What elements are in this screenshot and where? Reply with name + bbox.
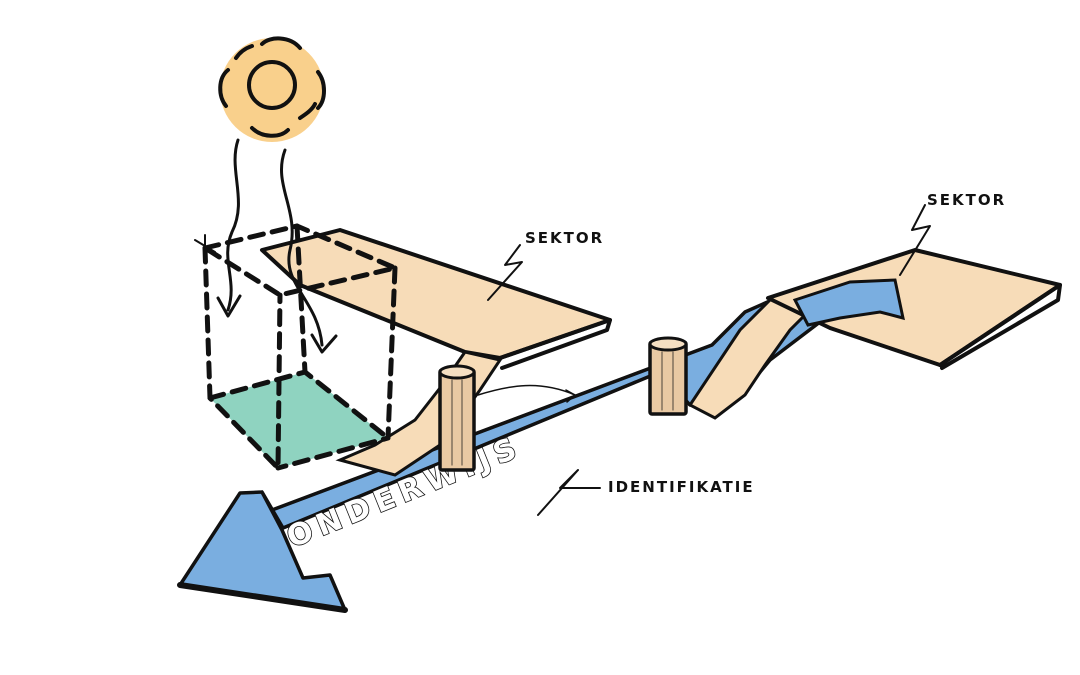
sun-glow — [220, 38, 324, 142]
label-sector-right-group: SEKTOR — [899, 191, 1006, 276]
label-identification: IDENTIFIKATIE — [608, 478, 755, 496]
sun-icon — [218, 36, 326, 142]
identification-column-right — [648, 336, 688, 416]
label-sector-right: SEKTOR — [927, 191, 1006, 209]
column-left-body — [438, 368, 476, 472]
sunlight-lines — [216, 138, 338, 354]
label-identification-group: IDENTIFIKATIE — [477, 384, 755, 516]
label-sector-left: SEKTOR — [525, 229, 604, 247]
sector-right — [687, 248, 1062, 420]
courtyard-volume — [194, 223, 398, 471]
label-sector-left-group: SEKTOR — [487, 229, 604, 301]
identification-column-left — [438, 364, 476, 472]
courtyard-floor — [210, 372, 388, 468]
arrow-tip-right — [792, 278, 905, 327]
column-right-body — [648, 340, 688, 416]
